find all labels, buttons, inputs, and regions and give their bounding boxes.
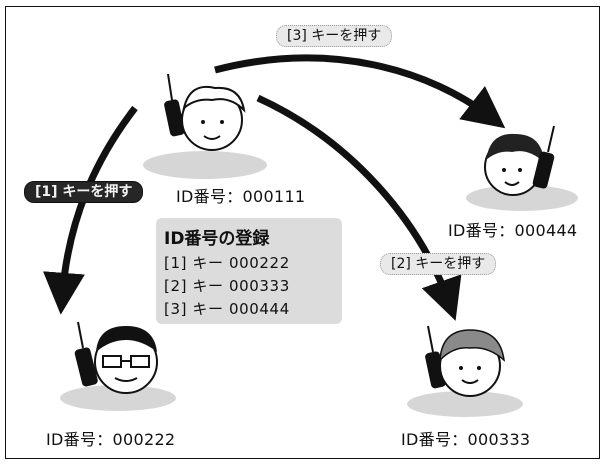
- registration-line-1: [1] キー 000222: [164, 254, 290, 272]
- id-label-left-bottom: ID番号：000222: [46, 430, 176, 449]
- arrow-label-key3: [3] キーを押す: [276, 25, 393, 47]
- arrow-to-000444: [214, 54, 506, 129]
- person-left-bottom: [60, 321, 176, 411]
- id-label-center: ID番号：000111: [176, 187, 306, 206]
- registration-title: ID番号の登録: [164, 229, 270, 249]
- registration-line-2: [2] キー 000333: [164, 277, 290, 295]
- arrow-label-key1: [1] キーを押す: [24, 181, 144, 203]
- id-label-right-top: ID番号：000444: [448, 221, 578, 240]
- person-center: [143, 73, 267, 179]
- person-right-bottom: [407, 325, 523, 417]
- id-registration-box: ID番号の登録 [1] キー 000222 [2] キー 000333 [3] …: [156, 218, 342, 324]
- person-right-top: [466, 125, 578, 211]
- arrow-label-key2: [2] キーを押す: [380, 253, 497, 275]
- id-label-right-bottom: ID番号：000333: [401, 430, 531, 449]
- registration-line-3: [3] キー 000444: [164, 300, 290, 318]
- arrow-to-000222: [43, 105, 138, 315]
